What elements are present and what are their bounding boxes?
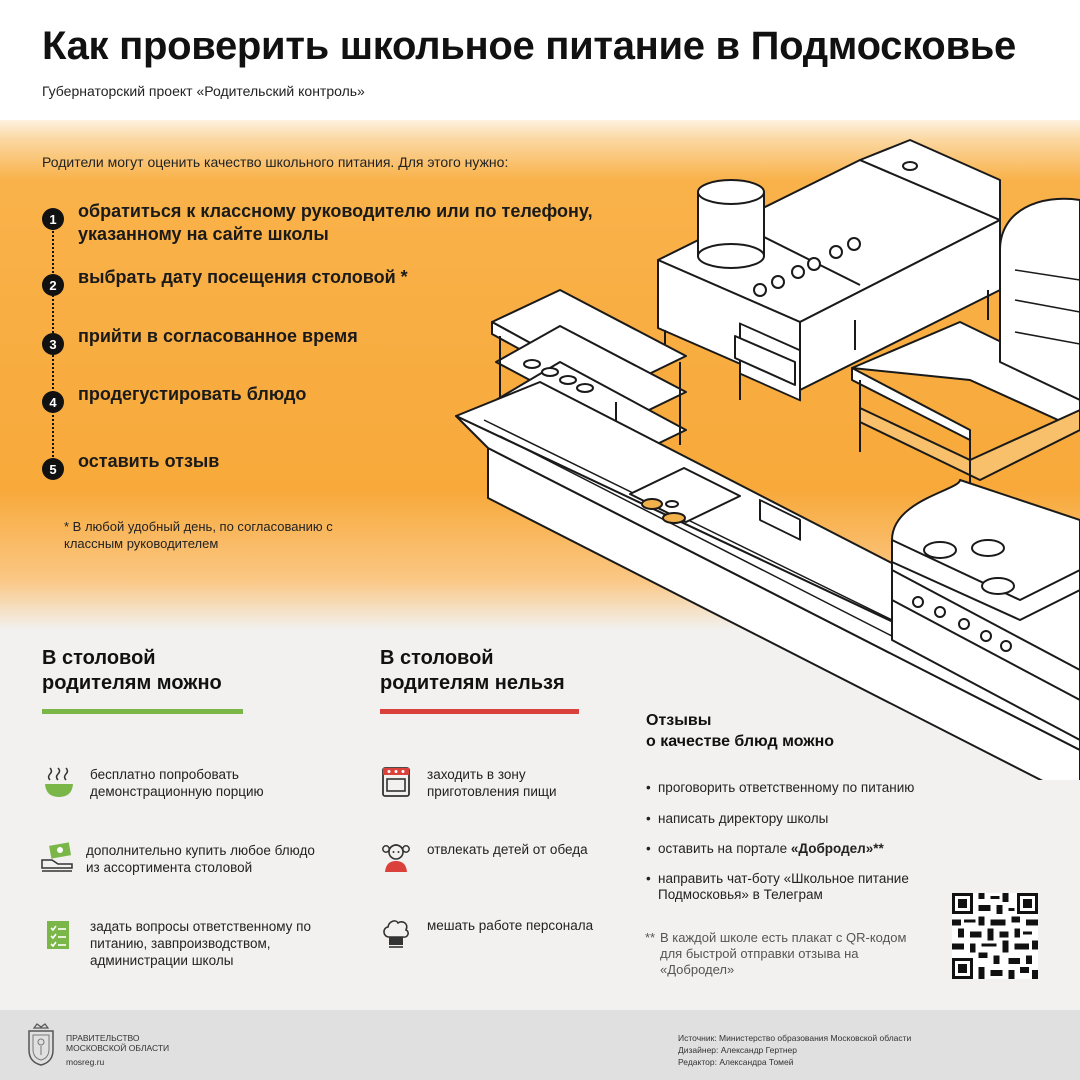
feedback-item-text: проговорить ответственному по питанию: [658, 780, 915, 795]
checklist-icon: [47, 921, 69, 949]
footnote-reference: **: [873, 841, 884, 856]
cannot-item: отвлекать детей от обеда: [381, 841, 611, 873]
feedback-heading-line1: Отзывы: [646, 712, 712, 729]
cannot-item: заходить в зону приготовления пищи: [381, 766, 611, 800]
step-text: прийти в согласованное время: [78, 326, 358, 346]
footer-bar: [0, 1010, 1080, 1080]
feedback-item: направить чат-боту «Школьное питание Под…: [646, 871, 946, 903]
cannot-item: мешать работе персонала: [381, 917, 611, 949]
feedback-item-text: оставить на портале: [658, 841, 791, 856]
feedback-item-text: направить чат-боту «Школьное питание Под…: [658, 871, 909, 902]
step-1: 1 обратиться к классному руководителю ил…: [42, 200, 642, 246]
can-accent-rule: [42, 709, 243, 714]
intro-text: Родители могут оценить качество школьног…: [42, 154, 509, 170]
cannot-accent-rule: [380, 709, 579, 714]
feedback-heading: Отзывы о качестве блюд можно: [646, 710, 834, 752]
cannot-item-text: мешать работе персонала: [427, 918, 594, 933]
dobrodel-portal-name: «Добродел»: [790, 841, 874, 856]
credit-designer: Дизайнер: Александр Гертнер: [678, 1045, 797, 1055]
page-subtitle: Губернаторский проект «Родительский конт…: [42, 83, 365, 99]
step-text: выбрать дату посещения столовой *: [78, 267, 408, 287]
government-site-link[interactable]: mosreg.ru: [66, 1057, 105, 1067]
step-number-badge: 3: [42, 333, 64, 355]
can-item: бесплатно попробовать демонстрационную п…: [44, 766, 344, 800]
step-4: 4 продегустировать блюдо: [42, 383, 306, 413]
qr-footnote: ** В каждой школе есть плакат с QR-кодом…: [645, 930, 915, 978]
can-heading-line2: родителям можно: [42, 672, 222, 694]
page-title: Как проверить школьное питание в Подмоск…: [42, 24, 1016, 68]
step-text: оставить отзыв: [78, 451, 220, 471]
step-number-badge: 5: [42, 458, 64, 480]
feedback-item: оставить на портале «Добродел»**: [646, 841, 884, 857]
canteen-illustration: [455, 139, 1080, 780]
qr-code-icon[interactable]: [952, 893, 1038, 979]
feedback-heading-line2: о качестве блюд можно: [646, 733, 835, 750]
cannot-heading: В столовой родителям нельзя: [380, 646, 565, 696]
feedback-item-text: написать директору школы: [658, 811, 829, 826]
can-item-text: задать вопросы ответственному по питанию…: [90, 919, 311, 968]
can-item-text: бесплатно попробовать демонстрационную п…: [90, 767, 264, 799]
cannot-heading-line1: В столовой: [380, 647, 494, 669]
credit-source: Источник: Министерство образования Моско…: [678, 1033, 912, 1043]
header: Как проверить школьное питание в Подмоск…: [0, 0, 1080, 120]
cannot-heading-line2: родителям нельзя: [380, 672, 565, 694]
date-footnote: * В любой удобный день, по согласованию …: [64, 519, 333, 551]
bowl-icon: [45, 767, 73, 797]
government-name: Правительство Московской области: [66, 1033, 169, 1053]
can-heading-line1: В столовой: [42, 647, 156, 669]
money-tray-icon: [41, 842, 73, 872]
feedback-item: написать директору школы: [646, 811, 828, 827]
government-name-line1: Правительство: [66, 1033, 140, 1043]
child-icon: [382, 844, 410, 872]
credit-editor: Редактор: Александра Томей: [678, 1057, 794, 1067]
step-5: 5 оставить отзыв: [42, 450, 219, 480]
can-item: задать вопросы ответственному по питанию…: [44, 918, 344, 969]
can-heading: В столовой родителям можно: [42, 646, 222, 696]
can-item-text: дополнительно купить любое блюдо из ассо…: [86, 843, 315, 875]
step-3: 3 прийти в согласованное время: [42, 325, 358, 355]
oven-icon: [382, 767, 410, 797]
footnote-mark: **: [645, 930, 656, 945]
credits: Источник: Министерство образования Моско…: [678, 1032, 911, 1068]
can-item: дополнительно купить любое блюдо из ассо…: [40, 842, 350, 876]
step-number-badge: 2: [42, 274, 64, 296]
government-emblem-icon: [28, 1023, 54, 1066]
chef-hat-icon: [383, 920, 409, 948]
step-number-badge: 4: [42, 391, 64, 413]
feedback-item: проговорить ответственному по питанию: [646, 780, 914, 796]
qr-footnote-text: В каждой школе есть плакат с QR-кодом дл…: [660, 930, 907, 977]
step-text: продегустировать блюдо: [78, 384, 307, 404]
government-name-line2: Московской области: [66, 1043, 170, 1053]
step-2: 2 выбрать дату посещения столовой *: [42, 266, 408, 296]
cannot-item-text: отвлекать детей от обеда: [427, 842, 588, 857]
cannot-item-text: заходить в зону приготовления пищи: [427, 767, 557, 799]
step-number-badge: 1: [42, 208, 64, 230]
step-text: обратиться к классному руководителю или …: [78, 201, 593, 244]
